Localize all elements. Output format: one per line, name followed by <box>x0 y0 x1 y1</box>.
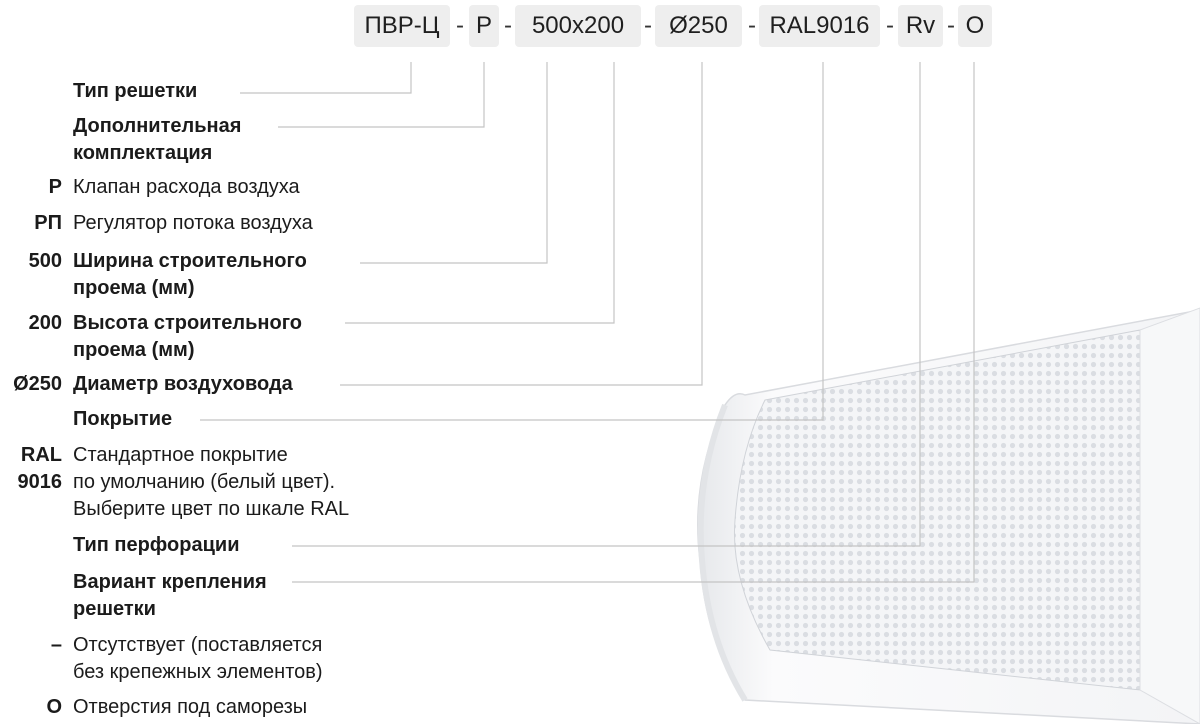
key-kit-rp: РП <box>34 212 62 234</box>
code-mount: O <box>958 5 992 47</box>
key-kit-p: Р <box>48 176 62 198</box>
leader-height <box>345 62 615 324</box>
label-coating: Покрытие <box>73 408 173 430</box>
leader-mount <box>292 62 975 583</box>
key-mount-none: – <box>50 634 62 656</box>
label-mount-none-line1: Отсутствует (поставляется <box>73 634 323 656</box>
label-mount-line2: решетки <box>73 598 156 620</box>
label-ral-line1: Стандартное покрытие <box>73 444 288 466</box>
code-extra-kit: Р <box>469 5 499 47</box>
code-size: 500x200 <box>515 5 641 47</box>
leader-extra-kit <box>278 62 485 128</box>
leader-grille-type <box>240 62 412 94</box>
label-kit-rp: Регулятор потока воздуха <box>73 212 313 234</box>
code-separator: - <box>886 12 894 39</box>
label-height-line2: проема (мм) <box>73 339 195 361</box>
label-extra-kit-line1: Дополнительная <box>73 115 242 137</box>
label-ral-line3: Выберите цвет по шкале RAL <box>73 498 350 520</box>
label-grille-type: Тип решетки <box>73 80 198 102</box>
label-width-line2: проема (мм) <box>73 277 195 299</box>
code-separator: - <box>947 12 955 39</box>
leader-diameter <box>340 62 703 386</box>
label-kit-p: Клапан расхода воздуха <box>73 176 300 198</box>
grille-perforation <box>733 329 1141 691</box>
label-mount-line1: Вариант крепления <box>73 571 267 593</box>
leader-perforation <box>292 62 921 547</box>
code-coating: RAL9016 <box>759 5 880 47</box>
label-mount-none-line2: без крепежных элементов) <box>73 661 323 683</box>
label-diameter: Диаметр воздуховода <box>73 373 293 395</box>
code-type: ПВР-Ц <box>354 5 450 47</box>
label-extra-kit-line2: комплектация <box>73 142 213 164</box>
leader-width <box>360 62 548 264</box>
label-width-line1: Ширина строительного <box>73 250 307 272</box>
code-separator: - <box>504 12 512 39</box>
key-ral-line1: RAL <box>20 444 62 466</box>
label-mount-o: Отверстия под саморезы <box>73 696 308 718</box>
label-perforation: Тип перфорации <box>73 534 240 556</box>
key-mount-o: O <box>46 696 62 718</box>
leader-coating <box>200 62 824 421</box>
label-height-line1: Высота строительного <box>73 312 302 334</box>
key-height: 200 <box>28 312 62 334</box>
key-diameter: Ø250 <box>13 373 62 395</box>
code-separator: - <box>644 12 652 39</box>
key-ral-line2: 9016 <box>17 471 63 493</box>
grille-rim <box>697 403 748 702</box>
code-diameter: Ø250 <box>655 5 742 47</box>
code-perforation: Rv <box>898 5 943 47</box>
label-ral-line2: по умолчанию (белый цвет). <box>73 471 336 493</box>
code-separator: - <box>456 12 464 39</box>
grille-end-cap <box>1139 307 1200 724</box>
code-separator: - <box>748 12 756 39</box>
key-width: 500 <box>28 250 62 272</box>
